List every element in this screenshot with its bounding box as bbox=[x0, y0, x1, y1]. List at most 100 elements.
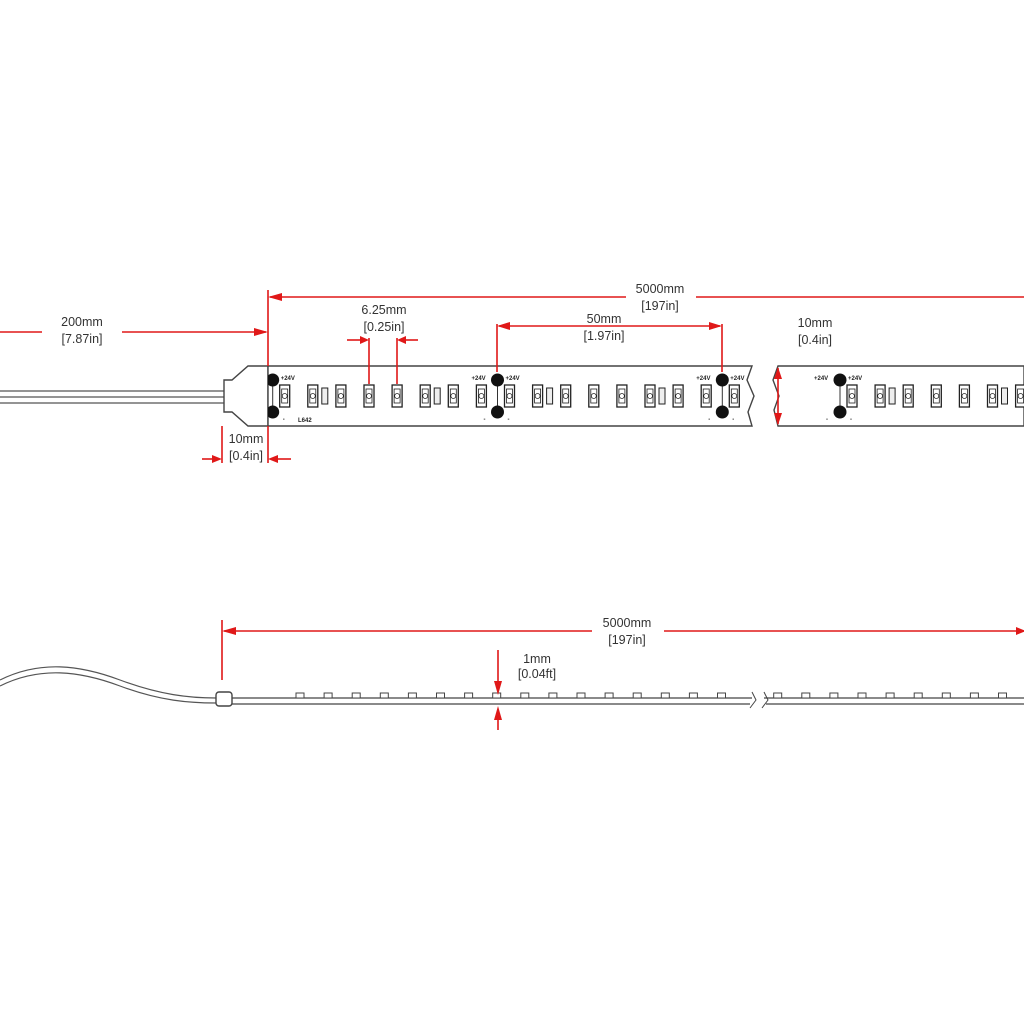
cut-interval-value: 50mm bbox=[587, 312, 622, 326]
side-led-icon bbox=[323, 692, 333, 699]
led-chip-icon bbox=[672, 384, 684, 408]
resistor-icon bbox=[1001, 387, 1008, 405]
pad-negative-label: - bbox=[826, 417, 828, 423]
side-led-icon bbox=[688, 692, 698, 699]
led-chip-icon bbox=[930, 384, 942, 408]
side-led-icon bbox=[857, 692, 867, 699]
thickness-value: 1mm bbox=[523, 652, 551, 666]
resistor-icon bbox=[433, 387, 441, 405]
side-led-icon bbox=[941, 692, 951, 699]
cut-interval-imperial: [1.97in] bbox=[583, 329, 624, 343]
model-label: L642 bbox=[298, 418, 312, 424]
pad-positive-label: +24V bbox=[472, 376, 486, 382]
led-chip-icon bbox=[391, 384, 403, 408]
dimension-led-pitch: 6.25mm [0.25in] bbox=[347, 303, 418, 384]
side-led-icon bbox=[829, 692, 839, 699]
pad-positive-label: +24V bbox=[848, 376, 862, 382]
led-chip-icon bbox=[1014, 384, 1024, 408]
top-view: +24V-+24V-+24V-+24V-+24V- +24V-+24V- L64… bbox=[0, 365, 1024, 427]
lead-wire-curve bbox=[0, 666, 217, 699]
side-led-row bbox=[295, 692, 1007, 699]
side-led-icon bbox=[576, 692, 586, 699]
side-view bbox=[0, 666, 1024, 709]
pad-positive-label: +24V bbox=[730, 376, 744, 382]
led-chip-icon bbox=[531, 384, 544, 408]
side-led-icon bbox=[801, 692, 811, 699]
total-length-value: 5000mm bbox=[636, 282, 685, 296]
led-chip-icon bbox=[588, 384, 600, 408]
side-led-icon bbox=[773, 692, 783, 699]
led-chip-icon bbox=[902, 384, 914, 408]
dimension-lead-length: 200mm [7.87in] bbox=[0, 315, 268, 346]
led-chip-icon bbox=[700, 384, 712, 408]
pad-negative-label: - bbox=[850, 417, 852, 423]
strip-width-value: 10mm bbox=[798, 316, 833, 330]
pad-negative-label: - bbox=[732, 417, 734, 423]
side-length-value: 5000mm bbox=[603, 616, 652, 630]
dimension-connector-length: 10mm [0.4in] bbox=[202, 426, 291, 463]
led-chip-icon bbox=[728, 384, 740, 408]
pad-positive-label: +24V bbox=[281, 376, 295, 382]
solder-pad-icon bbox=[268, 405, 280, 419]
side-led-icon bbox=[717, 692, 726, 699]
lead-length-imperial: [7.87in] bbox=[61, 332, 102, 346]
pad-negative-label: - bbox=[508, 417, 510, 423]
led-chip-icon bbox=[958, 384, 971, 408]
dimension-strip-width: 10mm [0.4in] bbox=[774, 316, 832, 425]
dimension-side-length: 5000mm [197in] bbox=[221, 616, 1024, 680]
resistor-icon bbox=[658, 387, 666, 405]
led-chip-icon bbox=[616, 384, 628, 408]
resistor-icon bbox=[546, 387, 554, 405]
solder-pad-icon bbox=[833, 373, 847, 387]
led-chip-icon bbox=[475, 384, 488, 408]
led-row-1: +24V-+24V-+24V-+24V-+24V- bbox=[268, 373, 744, 423]
dimension-total-length: 5000mm [197in] bbox=[267, 282, 1024, 366]
side-led-icon bbox=[492, 692, 502, 699]
solder-pad-icon bbox=[715, 373, 729, 387]
solder-pad-icon bbox=[491, 373, 504, 387]
side-led-icon bbox=[660, 692, 670, 699]
thickness-imperial: [0.04ft] bbox=[518, 667, 556, 681]
side-strip-segment-1 bbox=[232, 697, 752, 705]
side-led-icon bbox=[407, 692, 417, 699]
pad-negative-label: - bbox=[283, 417, 285, 423]
led-pitch-imperial: [0.25in] bbox=[363, 320, 404, 334]
resistor-icon bbox=[888, 387, 896, 405]
side-led-icon bbox=[604, 692, 614, 699]
led-chip-icon bbox=[644, 384, 656, 408]
resistor-icon bbox=[321, 387, 329, 405]
side-led-icon bbox=[351, 692, 361, 699]
solder-pad-icon bbox=[715, 405, 729, 419]
solder-pad-icon bbox=[833, 405, 847, 419]
led-chip-icon bbox=[560, 384, 572, 408]
led-chip-icon bbox=[447, 384, 459, 408]
led-chip-icon bbox=[307, 384, 319, 408]
side-led-icon bbox=[998, 692, 1007, 699]
dimension-cut-interval: 50mm [1.97in] bbox=[496, 312, 723, 372]
pad-positive-label: +24V bbox=[506, 376, 520, 382]
side-led-icon bbox=[295, 692, 305, 699]
side-connector bbox=[215, 691, 233, 707]
pad-positive-label: +24V bbox=[814, 376, 828, 382]
side-led-icon bbox=[885, 692, 895, 699]
led-chip-icon bbox=[986, 384, 999, 408]
side-led-icon bbox=[913, 692, 923, 699]
led-chip-icon bbox=[503, 384, 516, 408]
led-pitch-value: 6.25mm bbox=[361, 303, 406, 317]
side-led-icon bbox=[632, 692, 642, 699]
solder-pad-icon bbox=[491, 405, 504, 419]
led-row-2: +24V - +24V - bbox=[814, 373, 1024, 423]
lead-wires bbox=[0, 390, 224, 404]
pad-positive-label: +24V bbox=[696, 376, 710, 382]
strip-segment-2 bbox=[772, 365, 1024, 427]
side-led-icon bbox=[548, 692, 558, 699]
dimension-thickness: 1mm [0.04ft] bbox=[494, 650, 556, 730]
side-led-icon bbox=[520, 692, 530, 699]
pad-negative-label: - bbox=[484, 417, 486, 423]
led-chip-icon bbox=[846, 384, 858, 408]
led-chip-icon bbox=[363, 384, 375, 408]
total-length-imperial: [197in] bbox=[641, 299, 679, 313]
led-chip-icon bbox=[279, 384, 291, 408]
side-length-imperial: [197in] bbox=[608, 633, 646, 647]
led-chip-icon bbox=[419, 384, 431, 408]
